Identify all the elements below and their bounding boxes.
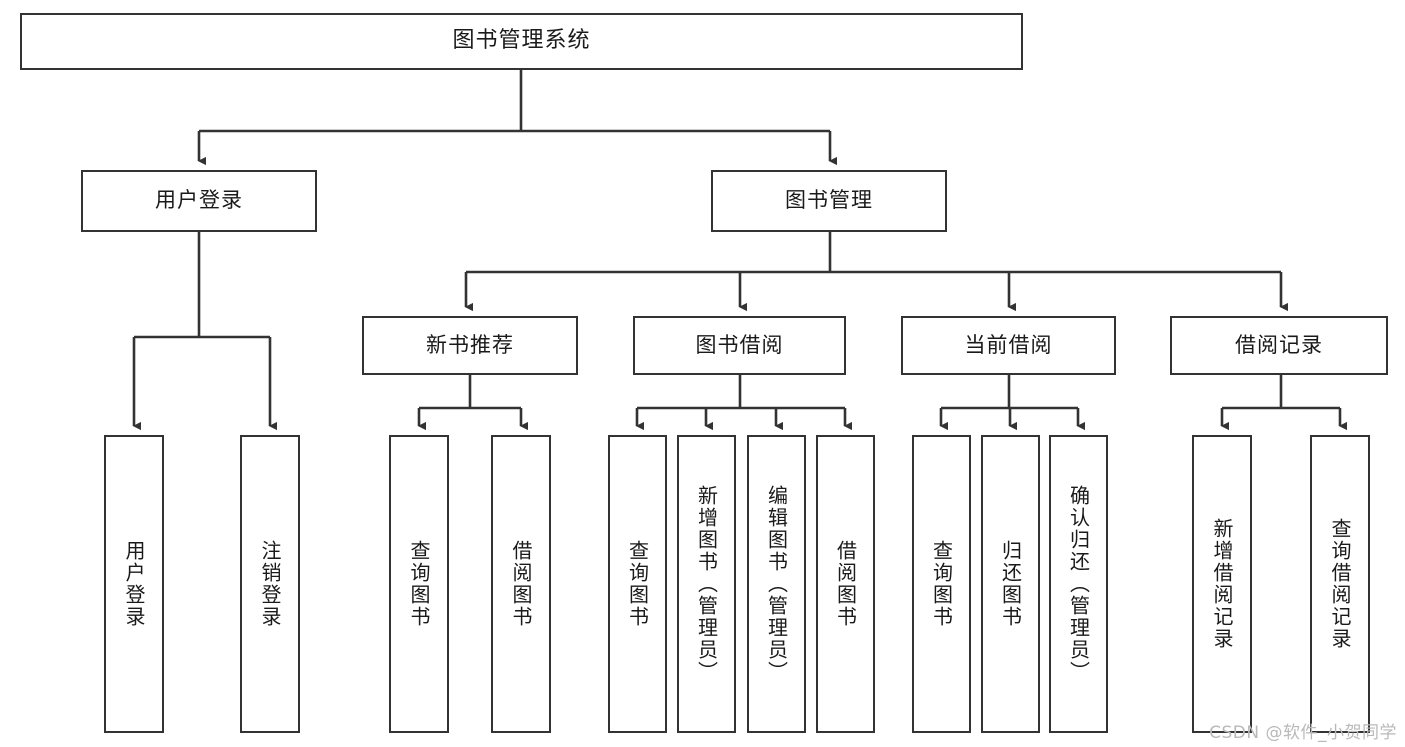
node-borrow-record[interactable]: 借阅记录: [1170, 316, 1388, 375]
leaf-user-login[interactable]: 用户登录: [104, 435, 164, 733]
leaf-label: 注销登录: [258, 540, 282, 628]
leaf-add-book-admin[interactable]: 新增图书（管理员）: [677, 435, 736, 733]
leaf-label: 借阅图书: [509, 540, 533, 628]
node-book-borrow[interactable]: 图书借阅: [633, 316, 846, 375]
leaf-query-book-newbook[interactable]: 查询图书: [389, 435, 449, 733]
leaf-label: 归还图书: [998, 540, 1023, 628]
leaf-label: 查询借阅记录: [1328, 518, 1352, 650]
leaf-borrow-book-newbook[interactable]: 借阅图书: [491, 435, 551, 733]
leaf-return-book[interactable]: 归还图书: [981, 435, 1040, 733]
node-book-management[interactable]: 图书管理: [711, 170, 947, 232]
leaf-label: 查询图书: [929, 540, 954, 628]
leaf-label: 新增图书（管理员）: [694, 485, 719, 683]
leaf-label: 查询图书: [407, 540, 431, 628]
leaf-query-book-current[interactable]: 查询图书: [912, 435, 971, 733]
csdn-watermark: CSDN @软件_小贺同学: [1209, 723, 1397, 743]
node-new-book-recommend[interactable]: 新书推荐: [362, 316, 578, 375]
leaf-label: 确认归还（管理员）: [1066, 485, 1091, 683]
leaf-edit-book-admin[interactable]: 编辑图书（管理员）: [747, 435, 806, 733]
leaf-label: 借阅图书: [833, 540, 858, 628]
leaf-label: 查询图书: [625, 540, 650, 628]
leaf-query-borrow-record[interactable]: 查询借阅记录: [1310, 435, 1370, 733]
leaf-borrow-book[interactable]: 借阅图书: [816, 435, 875, 733]
leaf-label: 新增借阅记录: [1210, 518, 1234, 650]
node-user-login[interactable]: 用户登录: [81, 170, 317, 232]
node-root-book-management-system[interactable]: 图书管理系统: [20, 13, 1023, 70]
leaf-label: 用户登录: [122, 540, 146, 628]
leaf-add-borrow-record[interactable]: 新增借阅记录: [1192, 435, 1252, 733]
leaf-query-book-borrow[interactable]: 查询图书: [608, 435, 667, 733]
leaf-confirm-return-admin[interactable]: 确认归还（管理员）: [1049, 435, 1108, 733]
leaf-label: 编辑图书（管理员）: [764, 485, 789, 683]
leaf-logout[interactable]: 注销登录: [240, 435, 300, 733]
node-current-borrow[interactable]: 当前借阅: [901, 316, 1116, 375]
